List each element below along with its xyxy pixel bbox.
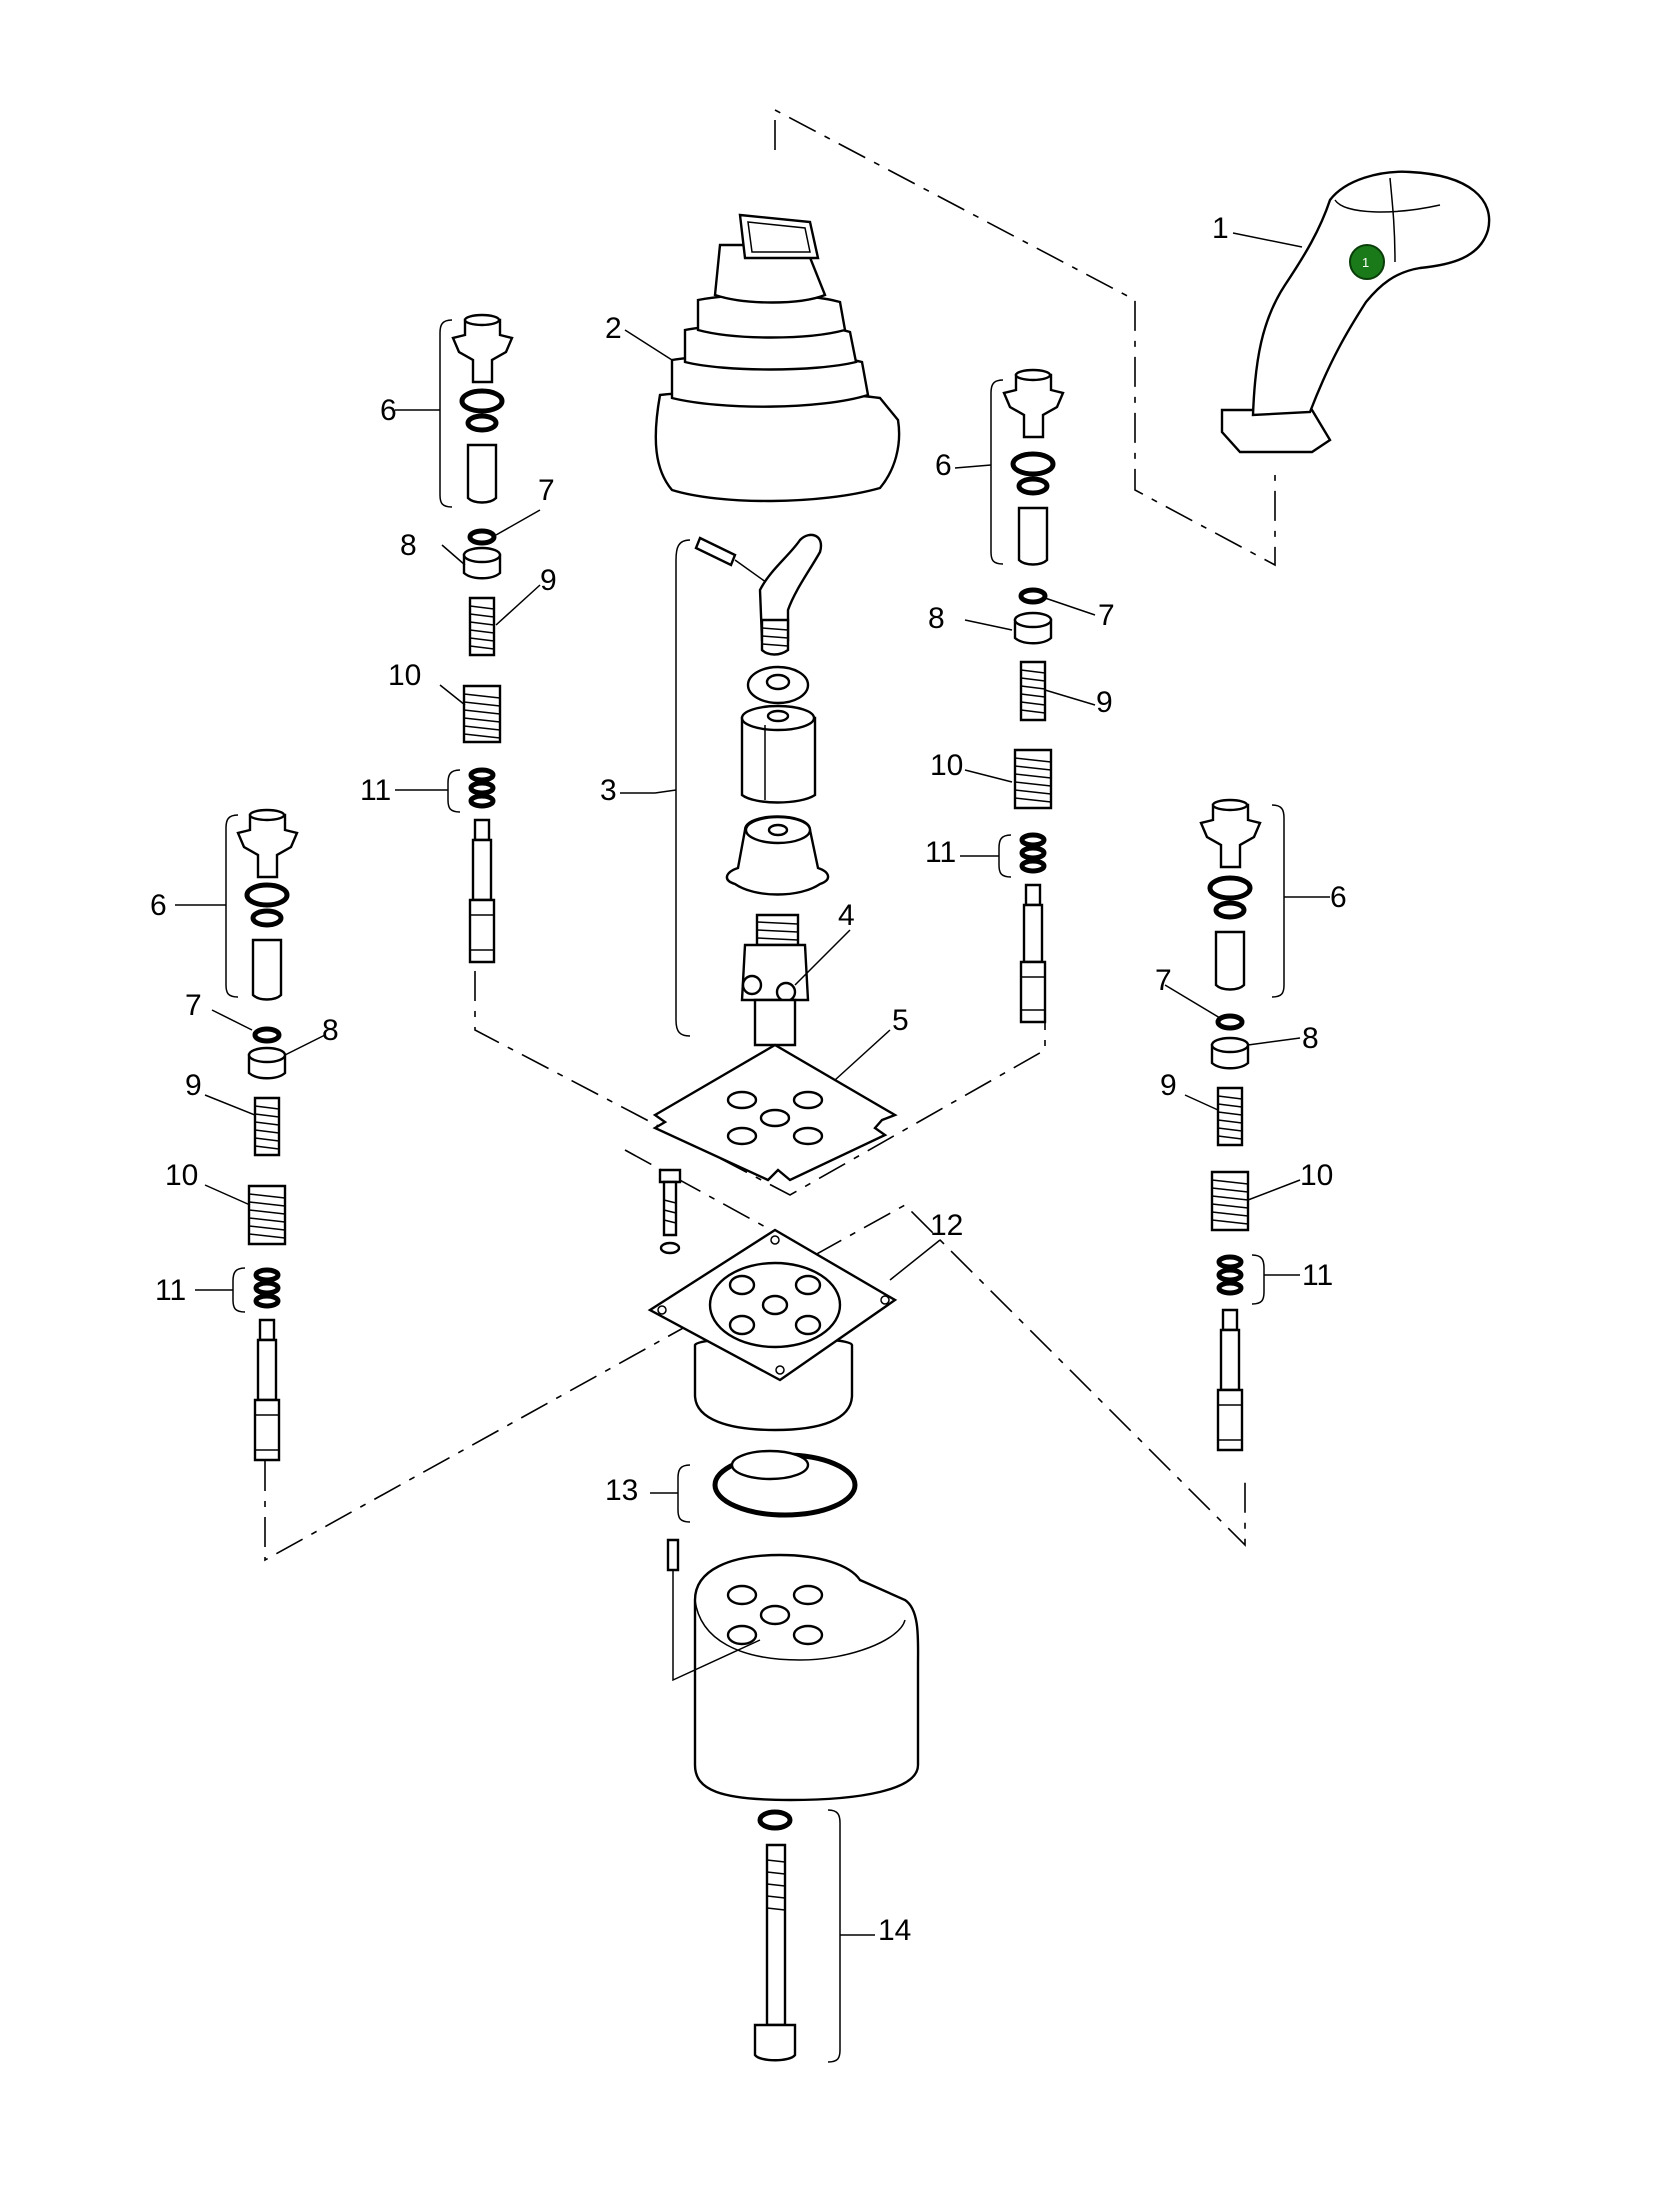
- callout-5: 5: [892, 1004, 909, 1037]
- pilot-stack-c: [175, 808, 326, 1462]
- o-ring-set-part: [650, 1449, 858, 1523]
- callout-1: 1: [1212, 212, 1229, 245]
- callout-spring-small-c: 9: [185, 1069, 202, 1102]
- callout-leader-5: [834, 1029, 891, 1081]
- callout-washer-d: 8: [1302, 1022, 1319, 1055]
- callout-washer-b: 8: [928, 602, 945, 635]
- callout-seal-set-c: 11: [155, 1274, 186, 1307]
- callout-leader-2: [624, 329, 673, 361]
- callout-cartridge-a: 6: [380, 394, 397, 427]
- callout-4: 4: [838, 899, 855, 932]
- part-hotspot-marker[interactable]: 1: [1349, 244, 1385, 280]
- callout-14: 14: [878, 1914, 911, 1947]
- rubber-boot-part: [624, 213, 901, 503]
- callout-spring-large-d: 10: [1300, 1159, 1333, 1192]
- callout-leader-1: [1232, 232, 1303, 248]
- bolt-set-part: [753, 1809, 875, 2063]
- callout-spring-large-c: 10: [165, 1159, 198, 1192]
- callout-3: 3: [600, 774, 617, 807]
- callout-2: 2: [605, 312, 622, 345]
- assembly-guide-lines: [264, 108, 1276, 1562]
- callout-spring-small-a: 9: [540, 564, 557, 597]
- callout-leader-12: [889, 1239, 941, 1281]
- callout-spring-small-b: 9: [1096, 686, 1113, 719]
- callout-ring-d: 7: [1155, 964, 1172, 997]
- callout-spring-large-b: 10: [930, 749, 963, 782]
- callout-spring-large-a: 10: [388, 659, 421, 692]
- callout-spring-small-d: 9: [1160, 1069, 1177, 1102]
- callout-ring-b: 7: [1098, 599, 1115, 632]
- callout-leader-4: [794, 929, 851, 986]
- callout-ring-c: 7: [185, 989, 202, 1022]
- callout-cartridge-c: 6: [150, 889, 167, 922]
- callout-seal-set-d: 11: [1302, 1259, 1333, 1292]
- pilot-stack-d: [1164, 798, 1330, 1452]
- pilot-stack-b: [954, 368, 1096, 1024]
- callout-12: 12: [930, 1209, 963, 1242]
- spring-plate-part: [652, 1029, 898, 1182]
- callout-13: 13: [605, 1474, 638, 1507]
- callout-washer-a: 8: [400, 529, 417, 562]
- hotspot-label: 1: [1362, 255, 1369, 270]
- callout-seal-set-a: 11: [360, 774, 391, 807]
- callout-washer-c: 8: [322, 1014, 339, 1047]
- valve-body-part: [666, 1538, 920, 1802]
- lever-assembly-part: [620, 533, 830, 1078]
- handle-part: [1220, 170, 1491, 454]
- cover-plate-part: [647, 1168, 941, 1432]
- callout-seal-set-b: 11: [925, 836, 956, 869]
- callout-ring-a: 7: [538, 474, 555, 507]
- callout-cartridge-b: 6: [935, 449, 952, 482]
- pilot-stack-a: [395, 313, 541, 964]
- callout-cartridge-d: 6: [1330, 881, 1347, 914]
